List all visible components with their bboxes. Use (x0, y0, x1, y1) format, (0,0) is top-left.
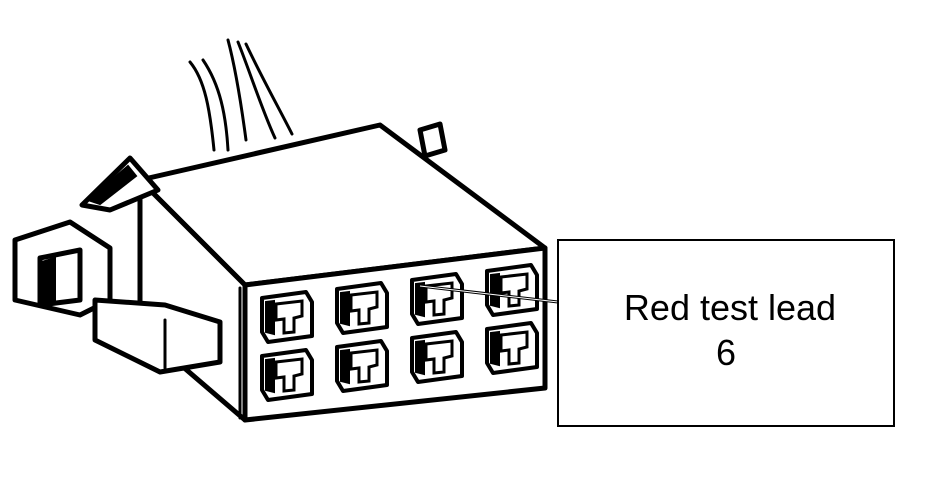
callout-leader-line-inner (419, 285, 559, 303)
pin-cavity-r2-c2 (335, 339, 389, 393)
latch-clip (12, 219, 223, 375)
pin-terminal (349, 290, 379, 326)
callout-line-2: 6 (716, 332, 736, 373)
rear-boss (417, 121, 448, 159)
latch-arm (92, 297, 223, 375)
pin-terminal (424, 339, 454, 375)
pin-cavity-r1-c2 (335, 281, 389, 335)
latch-window-shadow (41, 256, 56, 304)
pin-cavity-r2-c1 (260, 348, 314, 402)
pin-terminal (499, 272, 529, 308)
pin-cavity-shadow (490, 330, 500, 367)
pin-cavity-shadow (415, 281, 425, 318)
pin-cavity-r1-c1 (260, 290, 314, 344)
wire-5 (244, 42, 294, 136)
pin-terminal (424, 281, 454, 317)
callout-line-1: Red test lead (624, 287, 836, 328)
pin-cavity-shadow (415, 339, 425, 376)
pin-cavity-r2-c4 (485, 321, 539, 375)
wire-1 (188, 60, 216, 152)
wire-2 (201, 58, 230, 152)
callout-frame (557, 239, 895, 427)
pin-cavity-shadow (265, 357, 275, 394)
pin-cavity-shadow (265, 299, 275, 336)
pin-cavity-r1-c3 (410, 272, 464, 326)
callout-box: Red test lead 6 (557, 239, 895, 427)
pin-terminal (349, 348, 379, 384)
pin-terminal (499, 330, 529, 366)
pin-grid (260, 263, 539, 402)
locking-tab-shadow (86, 164, 138, 206)
pin-cavity-r1-c4 (485, 263, 539, 317)
pin-terminal (274, 299, 304, 335)
wire-bundle (188, 38, 294, 152)
pin-terminal (274, 357, 304, 393)
pin-cavity-r2-c3 (410, 330, 464, 384)
pin-cavity-shadow (490, 272, 500, 309)
wire-3 (226, 38, 248, 142)
wire-4 (236, 40, 277, 140)
pin-cavity-shadow (340, 290, 350, 327)
pin-cavity-shadow (340, 348, 350, 385)
